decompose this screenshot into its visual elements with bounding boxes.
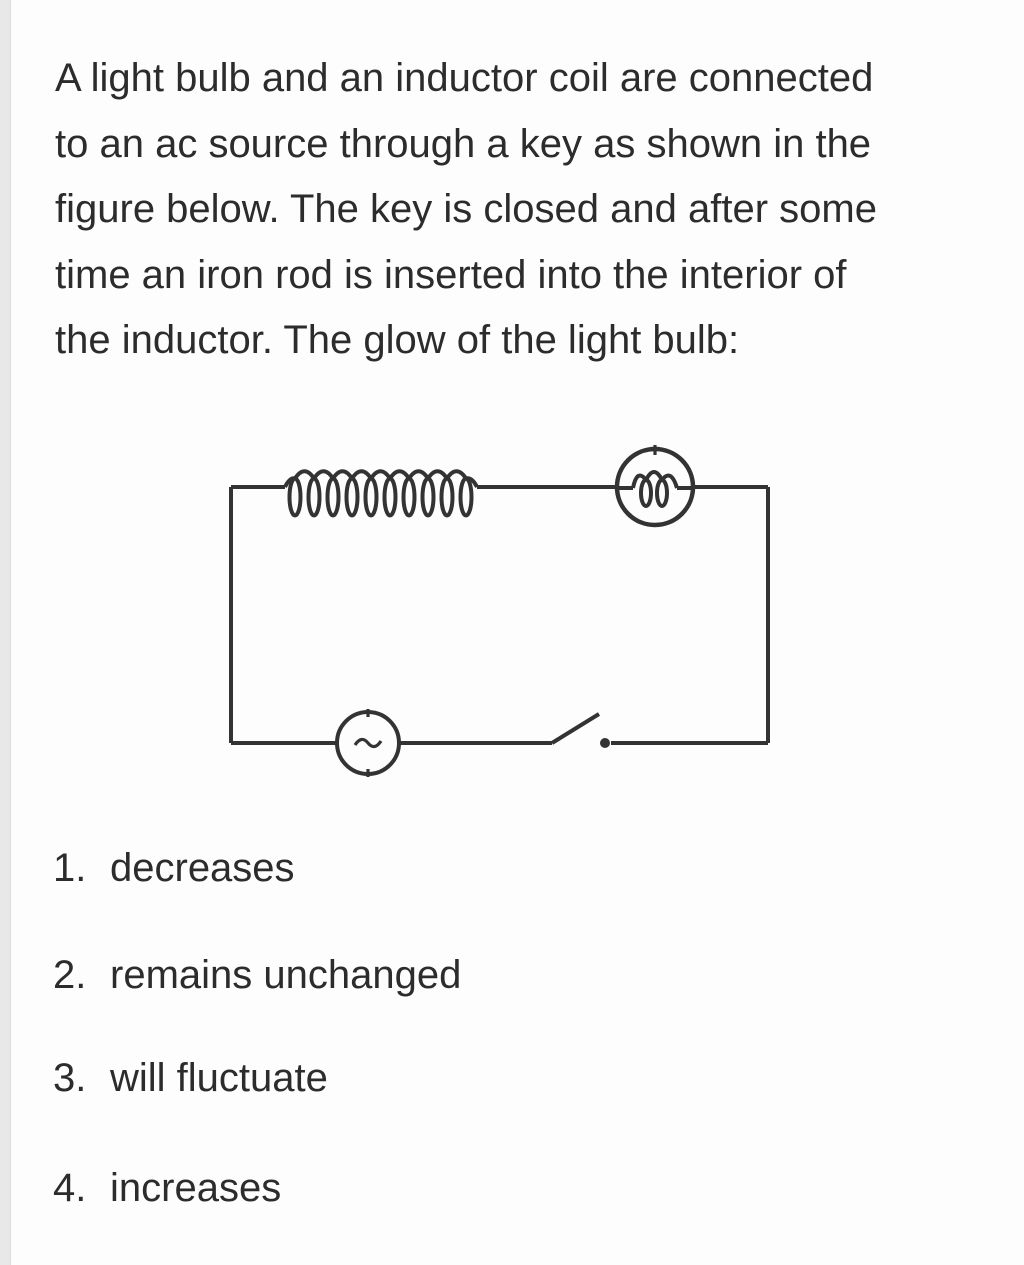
circuit-figure <box>225 430 785 780</box>
question-line: figure below. The key is closed and afte… <box>55 187 877 231</box>
circuit-diagram-svg <box>229 445 770 777</box>
key-switch-symbol <box>550 712 610 748</box>
question-line: time an iron rod is inserted into the in… <box>55 252 847 297</box>
circuit-wires <box>229 485 770 745</box>
question-line: to an ac source through a key as shown i… <box>55 121 872 166</box>
left-edge-strip <box>0 0 11 1265</box>
ac-source-symbol <box>335 709 401 777</box>
option-number: 3. <box>53 1056 87 1100</box>
option-label: increases <box>110 1166 282 1210</box>
question-line: the inductor. The glow of the light bulb… <box>55 318 740 362</box>
option-increases[interactable]: 4. increases <box>53 1156 281 1221</box>
question-text: A light bulb and an inductor coil are co… <box>55 46 985 374</box>
option-remains-unchanged[interactable]: 2. remains unchanged <box>53 943 461 1008</box>
option-number: 4. <box>53 1166 87 1210</box>
light-bulb-symbol <box>614 445 696 528</box>
option-number: 2. <box>53 953 87 997</box>
option-label: remains unchanged <box>110 953 462 997</box>
inductor-coil-symbol <box>283 469 479 518</box>
option-label: decreases <box>110 846 295 890</box>
option-will-fluctuate[interactable]: 3. will fluctuate <box>53 1046 328 1111</box>
question-line: A light bulb and an inductor coil are co… <box>55 56 874 100</box>
option-decreases[interactable]: 1. decreases <box>53 836 295 901</box>
option-label: will fluctuate <box>110 1056 328 1100</box>
option-number: 1. <box>53 846 87 890</box>
